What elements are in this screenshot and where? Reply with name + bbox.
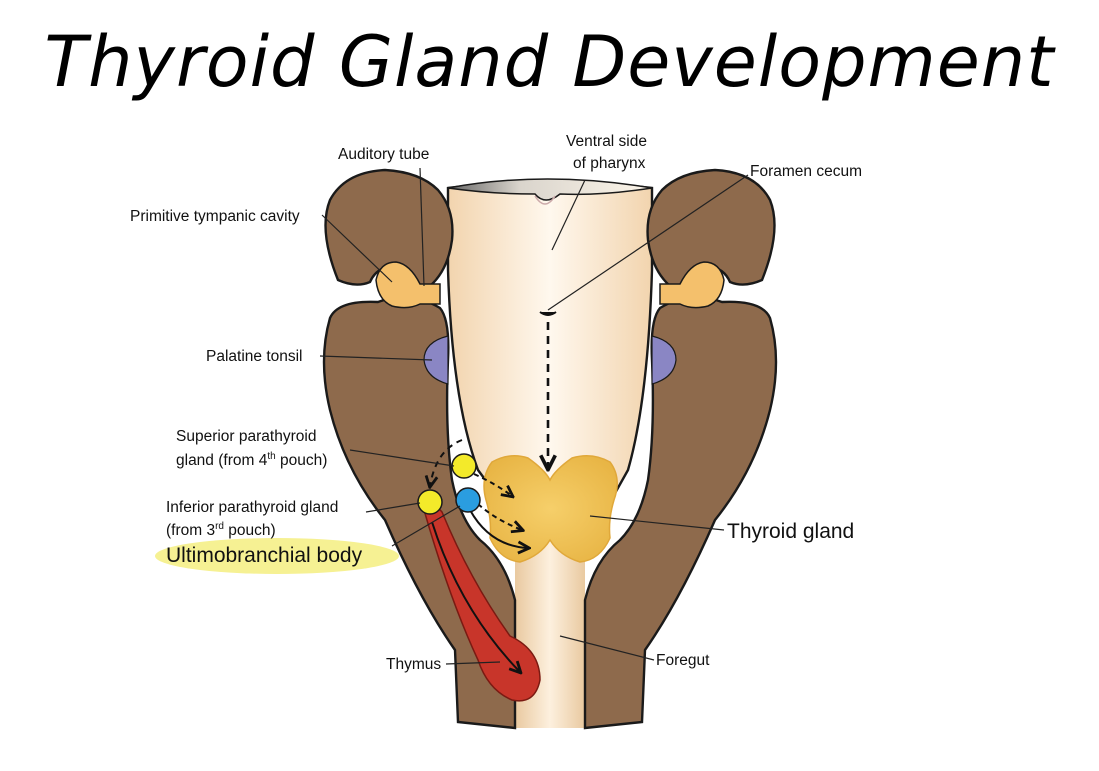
label-inferior-parathyroid-1: Inferior parathyroid gland <box>166 499 338 516</box>
label-palatine-tonsil: Palatine tonsil <box>206 348 303 365</box>
label-thyroid-gland: Thyroid gland <box>727 520 854 543</box>
label-superior-parathyroid-2: gland (from 4th pouch) <box>176 451 327 469</box>
right-palatine-tonsil <box>651 335 677 385</box>
thymus-arrow <box>431 521 520 672</box>
leader-thyroid <box>589 515 725 531</box>
superior-parathyroid-arrow <box>473 473 512 496</box>
inferior-parathyroid-sup: rd <box>215 521 224 532</box>
diagram-title: Thyroid Gland Development <box>44 21 1055 103</box>
leader-auditory-tube <box>419 167 425 287</box>
inferior-parathyroid-post: pouch) <box>224 522 276 539</box>
ultimobranchial-arrow <box>477 503 522 530</box>
right-tympanic-cavity <box>659 261 725 309</box>
label-ventral-side-1: Ventral side <box>566 133 647 150</box>
leader-tympanic <box>321 214 393 283</box>
leader-inferior-parathyroid <box>365 502 421 513</box>
label-foregut: Foregut <box>656 652 710 669</box>
ultimobranchial-highlight <box>155 538 399 574</box>
thyroid-gland-shape <box>483 455 618 563</box>
superior-parathyroid-gland <box>451 453 477 479</box>
superior-parathyroid-pre: gland (from 4 <box>176 452 268 469</box>
label-ventral-side-2: of pharynx <box>573 155 646 172</box>
label-auditory-tube: Auditory tube <box>338 146 429 163</box>
right-upper-lobe <box>646 168 776 290</box>
label-superior-parathyroid-1: Superior parathyroid <box>176 428 316 445</box>
label-primitive-tympanic-cavity: Primitive tympanic cavity <box>130 208 300 225</box>
inferior-parathyroid-gland <box>417 489 443 515</box>
left-tympanic-cavity <box>375 261 441 309</box>
thymus-shape <box>423 504 541 702</box>
inferior-parathyroid-pre: (from 3 <box>166 522 215 539</box>
leader-tonsil <box>319 355 433 361</box>
leader-foramen-cecum <box>547 174 749 311</box>
leader-ventral-side <box>551 179 586 251</box>
leader-thymus <box>445 661 501 665</box>
label-foramen-cecum: Foramen cecum <box>750 163 862 180</box>
ultimobranchial-body-circle <box>455 487 481 513</box>
leader-foregut <box>559 635 655 661</box>
label-thymus: Thymus <box>386 656 441 673</box>
pouch4-dashed-arrow <box>430 439 463 486</box>
ultimobranchial-solid-arrow <box>469 509 528 548</box>
pharynx-ridge <box>534 195 556 205</box>
superior-parathyroid-post: pouch) <box>276 452 328 469</box>
label-inferior-parathyroid-2: (from 3rd pouch) <box>166 521 276 539</box>
foramen-cecum-mark <box>539 311 557 316</box>
leader-ultimobranchial <box>391 505 461 547</box>
pharynx-opening <box>447 178 653 201</box>
leader-superior-parathyroid <box>349 449 455 467</box>
label-ultimobranchial-body: Ultimobranchial body <box>166 544 363 567</box>
superior-parathyroid-sup: th <box>267 451 275 462</box>
